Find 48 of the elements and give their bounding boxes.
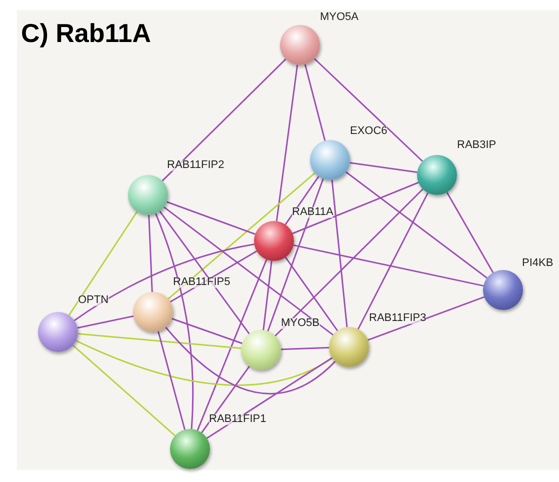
interaction-line bbox=[331, 180, 348, 328]
interaction-line bbox=[262, 260, 272, 330]
interaction-line bbox=[74, 244, 254, 322]
interaction-line bbox=[292, 182, 419, 234]
interaction-line bbox=[148, 214, 153, 292]
protein-label: RAB11FIP1 bbox=[209, 414, 266, 425]
interaction-line bbox=[293, 244, 484, 287]
interaction-line bbox=[154, 213, 194, 430]
protein-label: PI4KB bbox=[522, 258, 554, 269]
interaction-line bbox=[164, 206, 334, 336]
interaction-line bbox=[196, 259, 268, 431]
interaction-line bbox=[168, 172, 316, 300]
interaction-line bbox=[77, 315, 134, 329]
protein-label: RAB11FIP2 bbox=[167, 160, 224, 171]
interaction-line bbox=[201, 366, 250, 434]
protein-label: RAB11FIP3 bbox=[369, 313, 426, 324]
interaction-line bbox=[78, 333, 242, 349]
interaction-line bbox=[206, 357, 333, 439]
interaction-line bbox=[314, 58, 423, 162]
interaction-line bbox=[350, 162, 418, 173]
interaction-line bbox=[280, 346, 330, 350]
protein-label: OPTN bbox=[78, 295, 109, 306]
interaction-line bbox=[346, 171, 488, 279]
interaction-line bbox=[162, 58, 286, 182]
interaction-line bbox=[368, 296, 484, 341]
interaction-line bbox=[68, 211, 138, 316]
interaction-line bbox=[284, 256, 338, 332]
interaction-line bbox=[304, 64, 326, 141]
interaction-line bbox=[159, 210, 250, 334]
interaction-line bbox=[172, 318, 242, 344]
protein-label: RAB11A bbox=[292, 207, 334, 218]
protein-label: RAB11FIP5 bbox=[173, 277, 230, 288]
interaction-line bbox=[274, 188, 424, 336]
interaction-line bbox=[446, 192, 494, 274]
interaction-line bbox=[267, 178, 324, 332]
figure-title: C) Rab11A bbox=[21, 20, 152, 46]
interaction-line bbox=[276, 64, 298, 222]
interaction-line bbox=[166, 201, 256, 235]
interaction-line bbox=[76, 340, 333, 386]
protein-label: EXOC6 bbox=[350, 126, 388, 137]
interaction-line bbox=[158, 331, 186, 430]
interaction-line bbox=[72, 344, 176, 436]
protein-label: MYO5A bbox=[320, 12, 359, 23]
interaction-line bbox=[284, 176, 320, 225]
interaction-line bbox=[357, 192, 429, 330]
protein-label: RAB3IP bbox=[457, 140, 496, 151]
protein-label: MYO5B bbox=[281, 318, 320, 329]
interaction-line bbox=[165, 326, 336, 394]
